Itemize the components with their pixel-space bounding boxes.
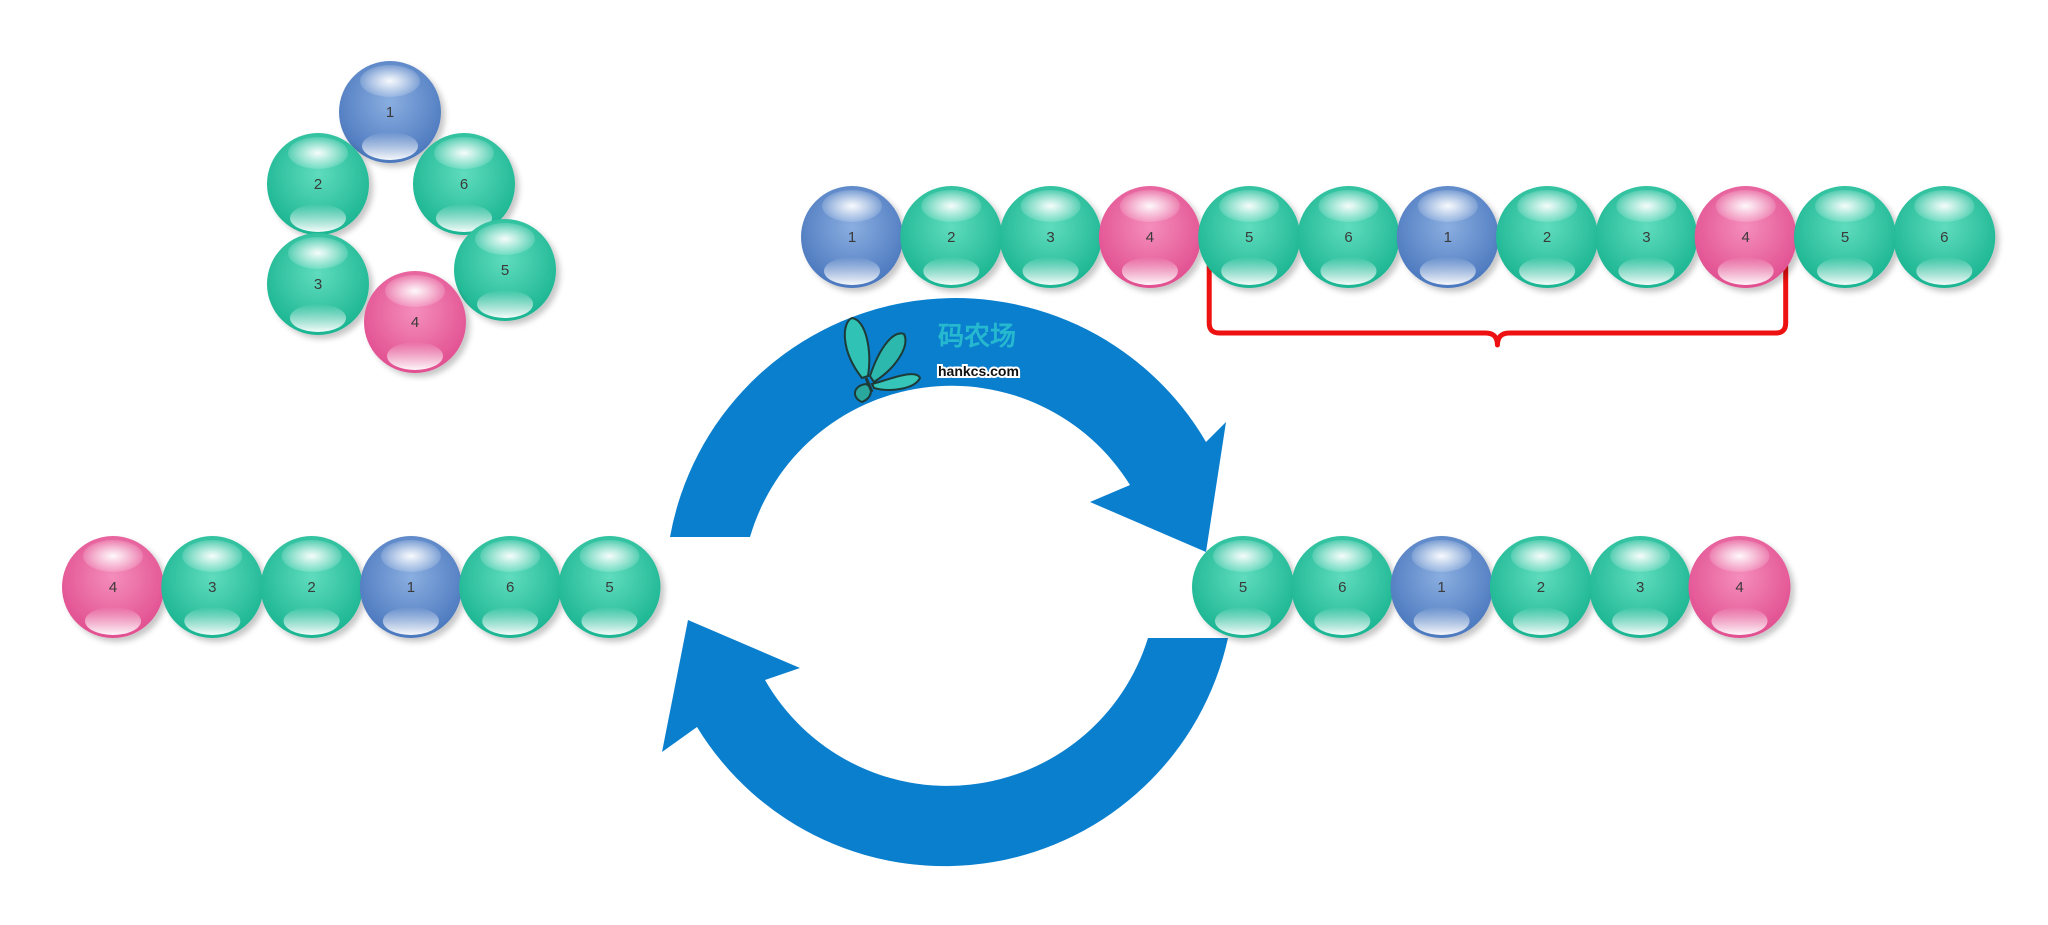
row-ball: 1 [359,536,462,638]
row-ball: 5 [558,536,661,638]
repeat-bracket [1206,263,1789,348]
cycle-arrows [662,298,1228,867]
row-ball: 3 [161,536,264,638]
row-ball: 3 [999,186,1102,288]
row-ball: 1 [1396,186,1499,288]
ring-ball: 6 [413,133,515,235]
ball-label: 3 [208,579,216,596]
ball-label: 4 [1742,229,1750,246]
row-ball: 2 [260,536,363,638]
ball-label: 6 [460,176,468,193]
watermark: 码农场 hankcs.com [843,316,1021,404]
ring-ball: 5 [454,219,556,321]
ball-label: 6 [1344,229,1352,246]
ball-label: 3 [1642,229,1650,246]
ball-label: 3 [1046,229,1054,246]
ball-label: 3 [314,276,322,293]
row-ball: 4 [1694,186,1797,288]
butterfly-icon [843,316,922,404]
row-ball: 5 [1794,186,1896,288]
row-ball: 6 [1893,186,1996,288]
ball-label: 6 [1940,229,1948,246]
cycle-arrow-top [670,298,1226,552]
row-ball: 4 [1688,536,1791,638]
row-ball: 6 [459,536,562,638]
ball-label: 1 [848,229,856,246]
ring-ball: 3 [267,233,369,335]
ball-label: 5 [1245,229,1253,246]
row-ball: 1 [1390,536,1493,638]
ball-label: 2 [947,229,955,246]
necklace-ring: 1 2 6 3 5 4 [267,61,556,373]
ball-label: 4 [1146,229,1154,246]
row-ball: 1 [801,186,903,288]
ball-label: 2 [307,579,315,596]
right-row: 5 6 1 2 3 4 [1192,536,1791,638]
ring-ball: 4 [364,271,466,373]
left-row: 4 3 2 1 6 5 [62,536,661,638]
doubled-row: 1 2 3 4 5 6 1 2 3 4 5 6 [801,186,1996,288]
ball-label: 4 [109,579,117,596]
ball-label: 5 [1239,579,1247,596]
row-ball: 3 [1589,536,1692,638]
watermark-url: hankcs.com [938,363,1019,379]
ball-label: 3 [1636,579,1644,596]
row-ball: 5 [1192,536,1294,638]
row-ball: 2 [1489,536,1592,638]
ring-ball: 2 [267,133,369,235]
watermark-title: 码农场 [938,322,1016,352]
ball-label: 5 [605,579,613,596]
row-ball: 6 [1297,186,1400,288]
ball-label: 1 [407,579,415,596]
ball-label: 2 [1543,229,1551,246]
ball-label: 2 [314,176,322,193]
ball-label: 1 [1444,229,1452,246]
ball-label: 5 [501,262,509,279]
ball-label: 6 [1338,579,1346,596]
row-ball: 5 [1198,186,1301,288]
ball-label: 1 [1437,579,1445,596]
row-ball: 4 [1098,186,1201,288]
row-ball: 6 [1291,536,1394,638]
ball-label: 5 [1841,229,1849,246]
ring-ball: 1 [339,61,441,163]
cycle-arrow-bottom [662,620,1228,867]
ball-label: 2 [1537,579,1545,596]
ball-label: 4 [1735,579,1743,596]
row-ball: 2 [1496,186,1599,288]
row-ball: 4 [62,536,164,638]
ball-label: 6 [506,579,514,596]
row-ball: 3 [1595,186,1698,288]
row-ball: 2 [900,186,1003,288]
ball-label: 1 [386,104,394,121]
ball-label: 4 [411,314,419,331]
